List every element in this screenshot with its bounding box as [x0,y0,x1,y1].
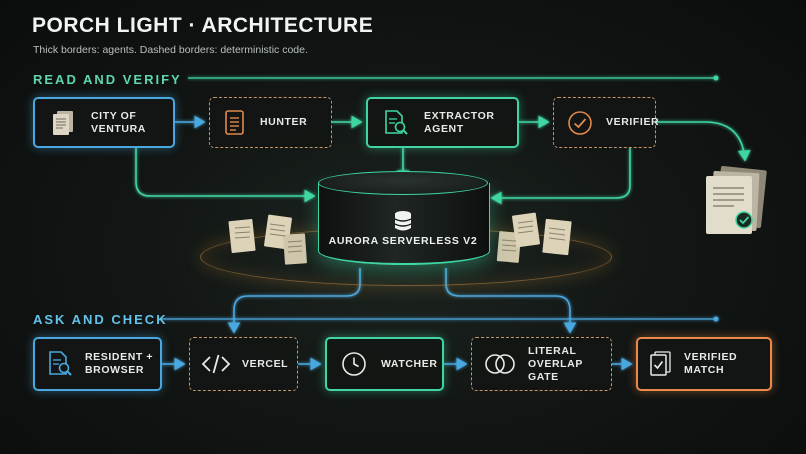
documents-stack-icon [35,108,91,138]
wire-db-gate [445,268,577,334]
wire-verifier-db [490,148,631,205]
node-verified-match[interactable]: VERIFIED MATCH [636,337,772,391]
node-extractor-agent[interactable]: EXTRACTOR AGENT [366,97,519,148]
database-icon [391,209,415,238]
node-hunter-label: HUNTER [260,116,308,128]
section-label-read: READ AND VERIFY [33,72,182,87]
floating-documents-right-icon [494,210,580,277]
document-search-icon [35,350,85,378]
database-label: AURORA SERVERLESS V2 [328,235,478,247]
database-top [318,171,488,195]
document-check-icon [638,350,684,378]
document-search-icon [368,109,424,137]
wire-city-db [135,148,316,203]
database-aurora[interactable]: AURORA SERVERLESS V2 [318,171,490,267]
check-circle-icon [554,110,606,136]
node-vercel[interactable]: VERCEL [189,337,298,391]
section-label-ask: ASK AND CHECK [33,312,168,327]
node-verifier-label: VERIFIER [606,116,660,128]
node-vercel-label: VERCEL [242,357,289,370]
node-watcher-label: WATCHER [381,357,438,370]
node-city-label: CITY OF VENTURA [91,109,146,135]
node-city-of-ventura[interactable]: CITY OF VENTURA [33,97,175,148]
verified-documents-icon [700,164,776,245]
arrow-verifier-output [656,121,751,162]
page-title: PORCH LIGHT · ARCHITECTURE [32,14,374,37]
node-extractor-label: EXTRACTOR AGENT [424,109,495,135]
node-hunter[interactable]: HUNTER [209,97,332,148]
node-watcher[interactable]: WATCHER [325,337,444,391]
wire-db-vercel [227,268,361,334]
node-resident-browser[interactable]: RESIDENT + BROWSER [33,337,162,391]
node-verifier[interactable]: VERIFIER [553,97,660,148]
venn-overlap-icon [472,352,528,376]
clock-icon [327,351,381,377]
node-resident-label: RESIDENT + BROWSER [85,351,154,376]
node-literal-overlap-gate[interactable]: LITERAL OVERLAP GATE [471,337,612,391]
page-subtitle: Thick borders: agents. Dashed borders: d… [33,44,308,56]
node-match-label: VERIFIED MATCH [684,351,738,376]
floating-documents-left-icon [226,212,312,277]
code-brackets-icon [190,353,242,375]
document-list-icon [210,109,260,136]
node-gate-label: LITERAL OVERLAP GATE [528,344,583,383]
